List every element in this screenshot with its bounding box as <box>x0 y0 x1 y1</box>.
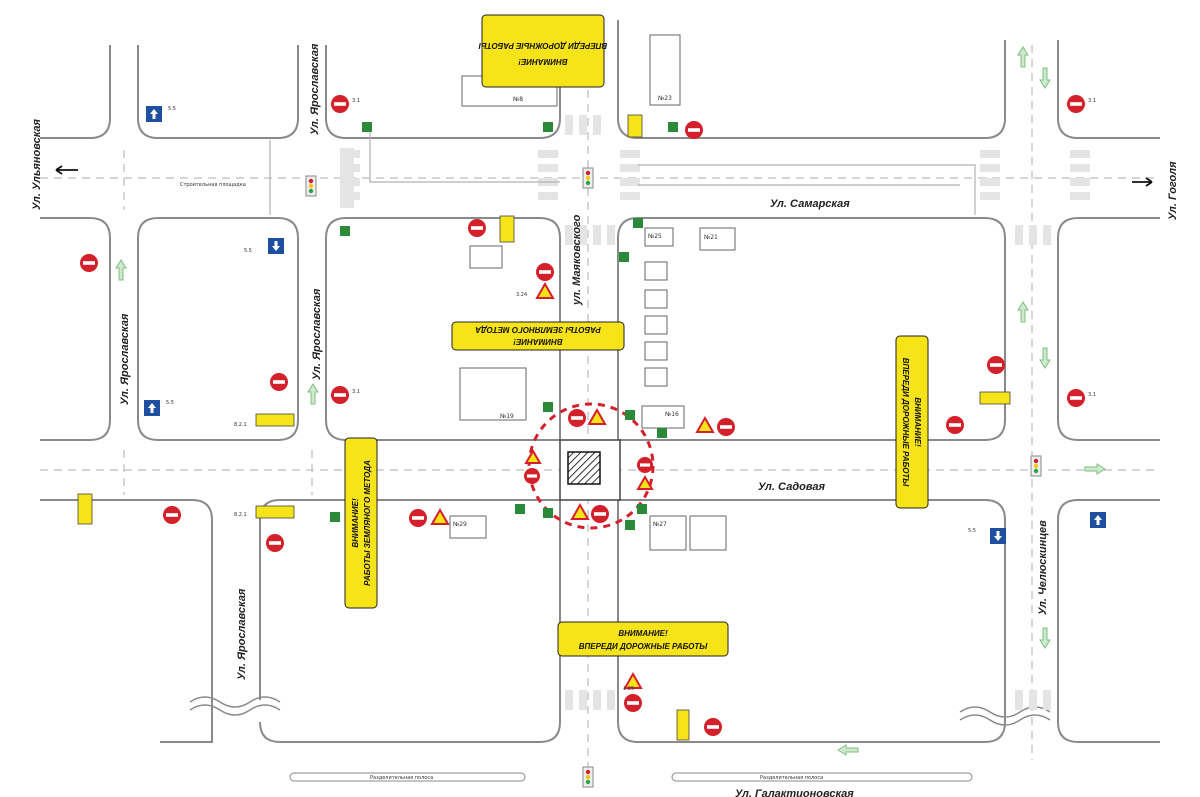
pedestrian-signs <box>330 122 678 530</box>
svg-text:РАБОТЫ ЗЕМЛЯНОГО МЕТОДА: РАБОТЫ ЗЕМЛЯНОГО МЕТОДА <box>363 460 372 586</box>
divider-strip-left <box>289 772 526 782</box>
svg-text:5.5: 5.5 <box>168 106 176 112</box>
svg-text:5.5: 5.5 <box>968 528 976 534</box>
roadworks-signs <box>430 281 715 689</box>
svg-text:ВНИМАНИЕ!: ВНИМАНИЕ! <box>618 629 668 638</box>
building-label-n8: №8 <box>513 96 523 103</box>
svg-text:3.1: 3.1 <box>352 389 360 395</box>
warning-banner-bottom: ВНИМАНИЕ! ВПЕРЕДИ ДОРОЖНЫЕ РАБОТЫ <box>557 621 729 657</box>
divider-strip-right <box>671 772 973 782</box>
yellow-plates <box>77 114 1011 741</box>
street-yaroslavskaya-left: Ул. Ярославская <box>119 313 131 405</box>
svg-text:1.25: 1.25 <box>623 686 634 692</box>
street-mayakovskogo: ул. Маяковского <box>571 214 583 306</box>
svg-text:3.1: 3.1 <box>1088 392 1096 398</box>
street-yaroslavskaya-top: Ул. Ярославская <box>309 43 321 135</box>
divider-label-left: Разделительная полоса <box>370 775 433 781</box>
direction-arrows <box>55 46 1153 756</box>
street-sadovaya: Ул. Садовая <box>758 481 825 493</box>
warning-banner-center: ВНИМАНИЕ! РАБОТЫ ЗЕМЛЯНОГО МЕТОДА <box>451 321 625 351</box>
building-label-n16: №16 <box>665 411 679 418</box>
construction-site-label: Строительная площадка <box>180 182 246 188</box>
road-break-marks <box>189 696 1051 726</box>
street-ulyanovskaya: Ул. Ульяновская <box>31 118 43 210</box>
svg-text:ВНИМАНИЕ!: ВНИМАНИЕ! <box>518 57 568 66</box>
divider-label-right: Разделительная полоса <box>760 775 823 781</box>
street-names: Ул. Ульяновская Ул. Ярославская Ул. Ярос… <box>31 43 1179 797</box>
building-label-n29: №29 <box>453 521 467 528</box>
svg-text:3.24: 3.24 <box>516 292 527 298</box>
sign-codes: 3.1 3.1 3.1 3.1 5.5 5.5 5.5 5.5 8.2.1 8.… <box>166 98 1096 692</box>
svg-text:ВПЕРЕДИ ДОРОЖНЫЕ РАБОТЫ: ВПЕРЕДИ ДОРОЖНЫЕ РАБОТЫ <box>901 358 910 488</box>
buildings: №19 №25 №21 №16 №29 №27 <box>449 227 736 551</box>
pedestrian-crossings <box>340 115 1090 710</box>
street-yaroslavskaya-mid: Ул. Ярославская <box>311 288 323 380</box>
svg-text:3.1: 3.1 <box>1088 98 1096 104</box>
traffic-lights <box>305 167 1042 788</box>
one-way-signs <box>144 106 1106 544</box>
svg-text:3.1: 3.1 <box>352 98 360 104</box>
svg-text:ВНИМАНИЕ!: ВНИМАНИЕ! <box>351 498 360 548</box>
warning-banner-left: ВНИМАНИЕ! РАБОТЫ ЗЕМЛЯНОГО МЕТОДА <box>344 437 378 609</box>
svg-text:5.5: 5.5 <box>166 400 174 406</box>
building-label-n21: №21 <box>704 234 718 241</box>
svg-text:РАБОТЫ ЗЕМЛЯНОГО МЕТОДА: РАБОТЫ ЗЕМЛЯНОГО МЕТОДА <box>475 325 601 334</box>
building-label-n25: №25 <box>648 233 662 240</box>
svg-text:8.2.1: 8.2.1 <box>234 512 247 518</box>
building-n23 <box>649 34 681 106</box>
street-chelyuskintsev: Ул. Челюскинцев <box>1037 520 1049 615</box>
building-label-n27: №27 <box>653 521 667 528</box>
svg-text:ВНИМАНИЕ!: ВНИМАНИЕ! <box>513 337 563 346</box>
warning-banner-top: ВНИМАНИЕ! ВПЕРЕДИ ДОРОЖНЫЕ РАБОТЫ <box>478 14 608 88</box>
warning-banner-right: ВНИМАНИЕ! ВПЕРЕДИ ДОРОЖНЫЕ РАБОТЫ <box>895 335 929 509</box>
building-label-n19: №19 <box>500 413 514 420</box>
svg-text:ВПЕРЕДИ ДОРОЖНЫЕ РАБОТЫ: ВПЕРЕДИ ДОРОЖНЫЕ РАБОТЫ <box>579 642 709 651</box>
no-entry-signs <box>80 95 1085 736</box>
street-gogolya: Ул. Гоголя <box>1167 161 1179 220</box>
building-label-n23: №23 <box>658 95 672 102</box>
svg-text:ВПЕРЕДИ ДОРОЖНЫЕ РАБОТЫ: ВПЕРЕДИ ДОРОЖНЫЕ РАБОТЫ <box>478 41 608 50</box>
street-samarskaya: Ул. Самарская <box>770 198 850 210</box>
street-yaroslavskaya-bottom: Ул. Ярославская <box>236 588 248 680</box>
svg-text:5.5: 5.5 <box>244 248 252 254</box>
detour-outline <box>269 130 976 215</box>
street-bottom: Ул. Галактионовская <box>735 788 854 797</box>
svg-text:ВНИМАНИЕ!: ВНИМАНИЕ! <box>913 397 922 447</box>
works-zone <box>527 402 655 530</box>
svg-text:8.2.1: 8.2.1 <box>234 422 247 428</box>
